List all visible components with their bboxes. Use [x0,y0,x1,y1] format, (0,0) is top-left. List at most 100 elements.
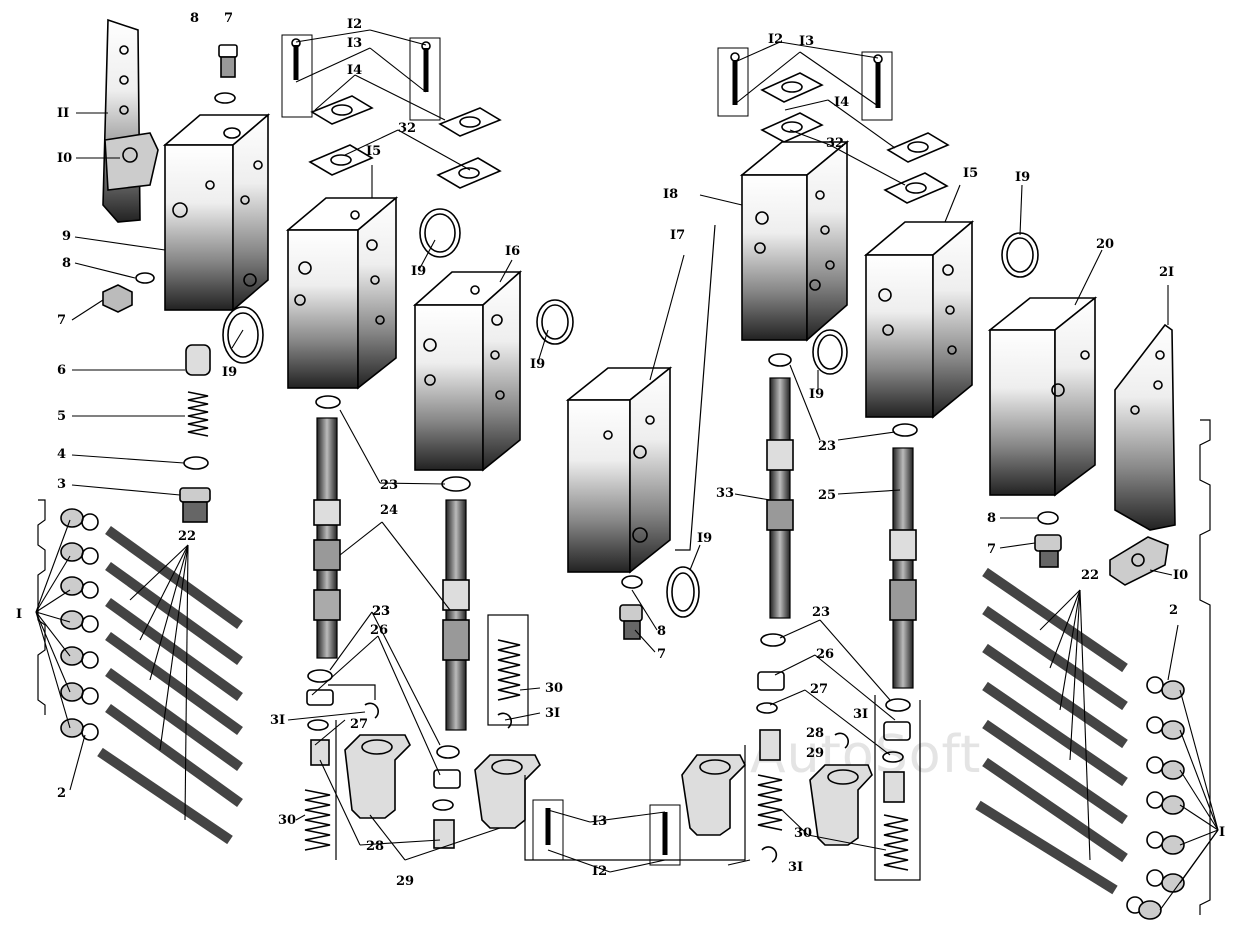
ring-4 [183,456,209,470]
label-22-right: 22 [1081,568,1100,583]
label-27-right: 27 [810,682,829,697]
valve-block-20 [987,296,1098,497]
label-19-a: I9 [222,365,238,380]
leaders-23-right [789,364,896,441]
ring-23-e [768,353,792,367]
washer-27-b [432,799,454,811]
label-10-right: I0 [1173,568,1189,583]
sleeve-26-b [433,769,461,789]
cap-3 [179,487,211,523]
gaskets-14-right [760,72,950,163]
bracket-box-30 [487,614,529,726]
ring-23-f [892,423,918,437]
spring-5 [187,391,209,437]
valve-block-9 [162,113,271,312]
label-11: II [57,106,70,121]
ring-23-h [885,698,911,712]
label-28-left: 28 [366,839,385,854]
label-3: 3 [57,477,67,492]
housing-29-d [809,764,873,846]
o-ring-8-right [1037,511,1059,525]
ring-23-g [760,633,786,647]
clip-31-c [761,846,778,863]
plug-7-center [619,604,643,640]
bracket-line-c [524,745,746,861]
label-19-f: I9 [1015,170,1031,185]
o-ring-8-center [621,575,643,589]
piston-28-a [310,739,330,766]
studs-12-right [717,47,893,121]
label-13-right: I3 [799,34,815,49]
label-15-right: I5 [963,166,979,181]
label-29-left: 29 [396,874,415,889]
gaskets-14-left [310,95,502,137]
washer-27-c [756,702,778,714]
spool-24-right [442,499,470,731]
label-15-left: I5 [366,144,382,159]
label-26-right: 26 [816,647,835,662]
label-8-top: 8 [190,11,200,26]
bracket-line-b [328,684,376,860]
label-12-bottom: I2 [592,864,608,879]
label-30-left: 30 [278,813,297,828]
sleeve-26-d [883,721,911,741]
leaders-24 [339,521,451,611]
bracket-11 [102,18,141,223]
label-24: 24 [380,503,399,518]
ring-23-a [315,395,341,409]
label-12-left: I2 [347,17,363,32]
spring-30-b [497,639,521,701]
label-23-b: 23 [372,604,391,619]
label-1-right: I [1219,825,1226,840]
label-23-d: 23 [812,605,831,620]
label-6: 6 [57,363,67,378]
label-30-center: 30 [545,681,564,696]
bracket-line-d [874,695,921,881]
label-14-right: I4 [834,95,850,110]
label-8-center: 8 [657,624,667,639]
washer-27-d [882,751,904,763]
label-23-a: 23 [380,478,399,493]
spool-24-left [313,417,341,659]
label-25: 25 [818,488,837,503]
valve-block-15-left [285,196,399,390]
gaskets-32-right [760,112,949,204]
spool-25 [889,447,917,689]
label-17: I7 [670,228,686,243]
bolt-set-right [1126,676,1185,920]
valve-block-15-right [863,220,975,419]
spring-30-c [757,774,783,831]
label-7-left: 7 [57,313,67,328]
body-19-e [812,329,848,375]
bracket-line-left [37,499,46,715]
housing-29-a [344,734,411,819]
label-31-center: 3I [545,706,561,721]
label-28-right: 28 [806,726,825,741]
studs-13-bottom [532,799,681,866]
label-32-left: 32 [398,121,417,136]
leaders-bottom-left [311,611,501,861]
label-14-left: I4 [347,63,363,78]
label-7-right: 7 [987,542,997,557]
valve-block-18 [739,140,850,342]
label-33: 33 [716,486,735,501]
ring-23-c [307,669,333,683]
plug-7-top [218,44,238,78]
label-7-top: 7 [224,11,234,26]
sleeve-26-a [306,689,334,706]
leaders-1-right [1159,689,1219,911]
label-7-center: 7 [657,647,667,662]
ring-23-b [441,476,471,492]
washer-27-a [307,719,329,731]
housing-29-b [474,754,541,829]
label-27-left: 27 [350,717,369,732]
label-4: 4 [57,447,67,462]
label-31-left: 3I [270,713,286,728]
piston-28-b [433,819,455,849]
spool-33 [766,377,794,619]
leaders-23-ab [339,409,446,485]
label-2-left: 2 [57,786,67,801]
label-13-bottom: I3 [592,814,608,829]
